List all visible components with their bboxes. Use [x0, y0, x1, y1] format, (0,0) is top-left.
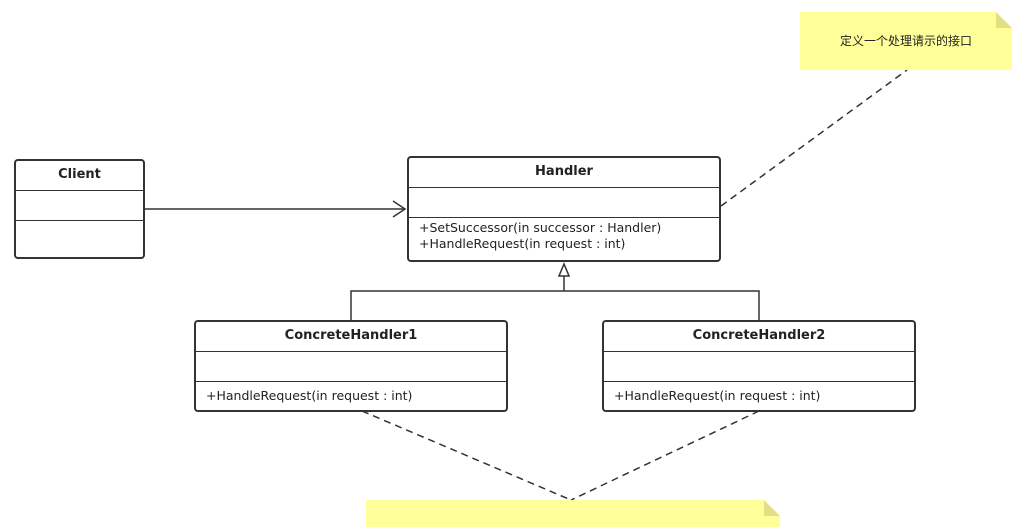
note-connector-bottom-2 [570, 410, 760, 501]
class-name: Handler [409, 158, 719, 188]
method-set-successor: +SetSuccessor(in successor : Handler) [419, 220, 662, 235]
class-methods: +HandleRequest(in request : int) [196, 382, 506, 406]
class-methods: +SetSuccessor(in successor : Handler) +H… [409, 218, 719, 254]
class-attributes [16, 191, 143, 221]
class-attributes [409, 188, 719, 218]
note-connector-bottom-1 [361, 410, 572, 501]
method-handle-request: +HandleRequest(in request : int) [614, 388, 821, 403]
method-handle-request: +HandleRequest(in request : int) [419, 236, 626, 251]
note-text: 定义一个处理请示的接口 [839, 34, 972, 48]
note-bottom[interactable] [366, 500, 780, 527]
note-connector-top [720, 69, 908, 207]
class-name: Client [16, 161, 143, 191]
generalization-line-concrete2 [564, 290, 760, 321]
note-top[interactable]: 定义一个处理请示的接口 [800, 12, 1012, 70]
class-methods: +HandleRequest(in request : int) [604, 382, 914, 406]
association-arrowhead [392, 200, 407, 218]
class-handler[interactable]: Handler +SetSuccessor(in successor : Han… [407, 156, 721, 262]
generalization-arrowhead [557, 262, 571, 277]
class-methods [16, 221, 143, 225]
class-name: ConcreteHandler2 [604, 322, 914, 352]
generalization-line-concrete1 [350, 290, 564, 321]
class-name: ConcreteHandler1 [196, 322, 506, 352]
class-attributes [604, 352, 914, 382]
class-concrete-handler-1[interactable]: ConcreteHandler1 +HandleRequest(in reque… [194, 320, 508, 412]
class-attributes [196, 352, 506, 382]
class-client[interactable]: Client [14, 159, 145, 259]
class-concrete-handler-2[interactable]: ConcreteHandler2 +HandleRequest(in reque… [602, 320, 916, 412]
method-handle-request: +HandleRequest(in request : int) [206, 388, 413, 403]
